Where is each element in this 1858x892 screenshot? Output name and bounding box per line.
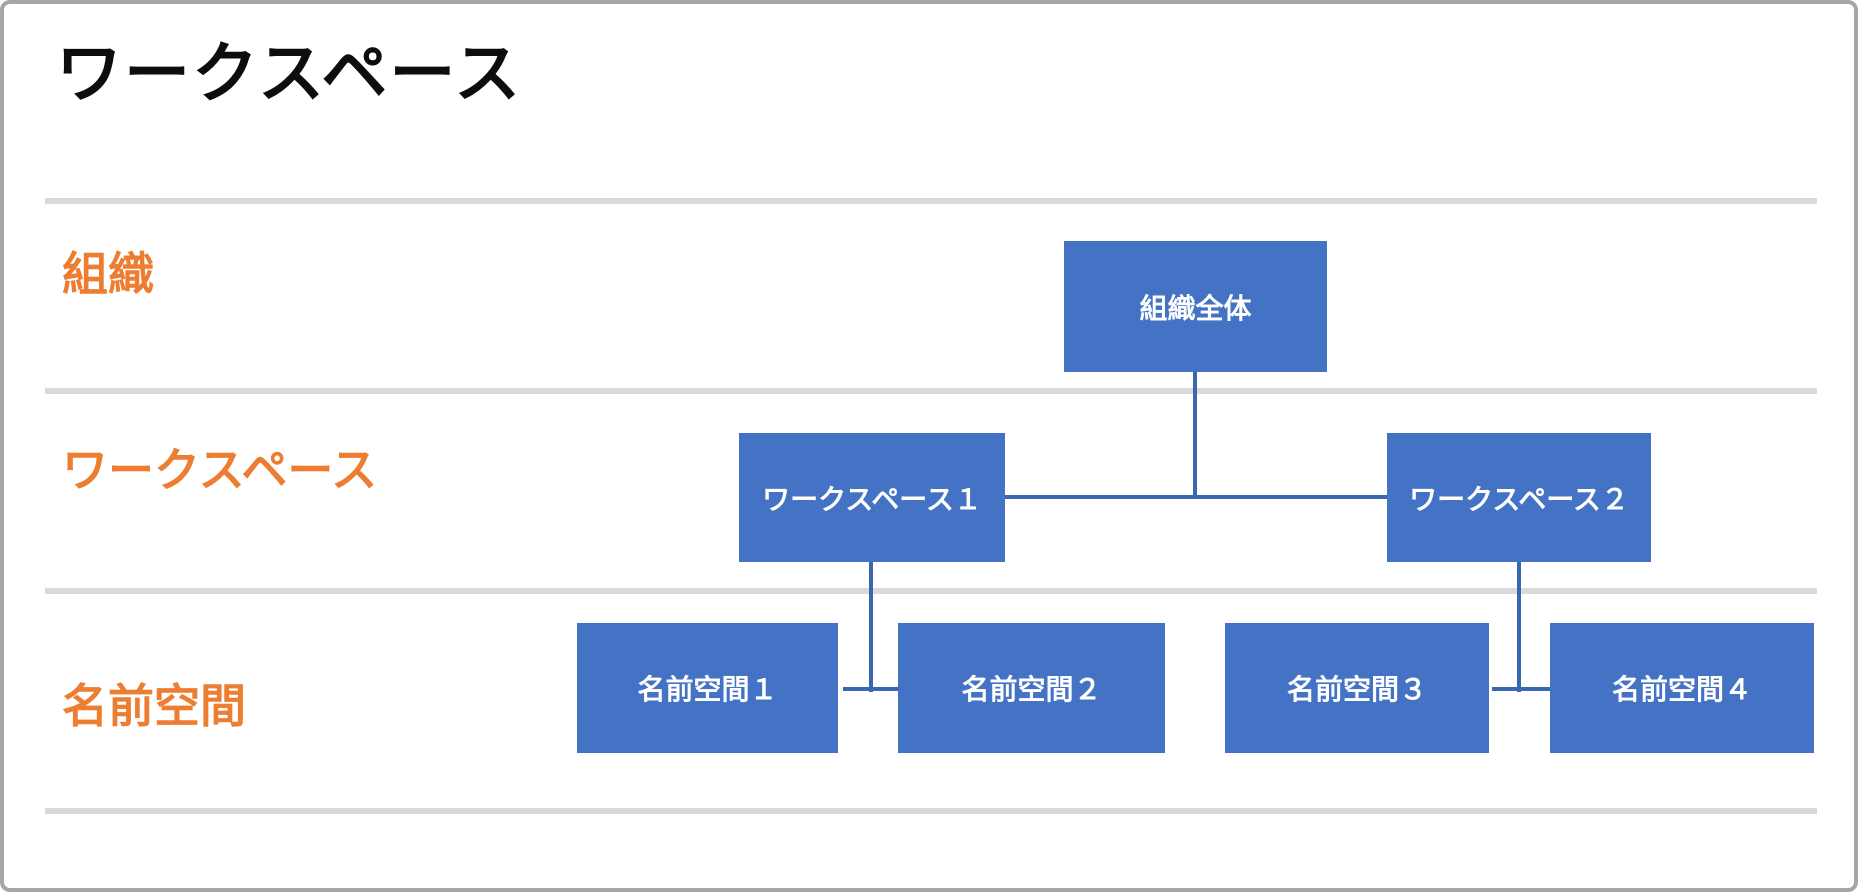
band-label-organization: 組織 xyxy=(62,248,154,300)
connector-workspace2-to-namespaces xyxy=(1517,562,1521,692)
band-divider-ws-ns xyxy=(45,588,1817,594)
node-namespace-1: 名前空間１ xyxy=(577,623,838,753)
node-workspace-1: ワークスペース１ xyxy=(739,433,1005,562)
node-namespace-4: 名前空間４ xyxy=(1550,623,1814,753)
band-label-workspace: ワークスペース xyxy=(62,444,378,496)
band-divider-top xyxy=(45,198,1817,204)
connector-org-to-workspaces xyxy=(1193,372,1197,497)
connector-workspace1-workspace2 xyxy=(1005,495,1387,499)
connector-namespace1-namespace2 xyxy=(843,687,899,691)
band-divider-org-ws xyxy=(45,388,1817,394)
node-namespace-3: 名前空間３ xyxy=(1225,623,1489,753)
node-namespace-2: 名前空間２ xyxy=(898,623,1165,753)
band-label-namespace: 名前空間 xyxy=(62,680,246,732)
node-workspace-2: ワークスペース２ xyxy=(1387,433,1651,562)
connector-namespace3-namespace4 xyxy=(1492,687,1550,691)
band-divider-bottom xyxy=(45,808,1817,814)
node-organization-whole: 組織全体 xyxy=(1064,241,1327,372)
page-title: ワークスペース xyxy=(56,36,523,110)
connector-workspace1-to-namespaces xyxy=(869,562,873,692)
